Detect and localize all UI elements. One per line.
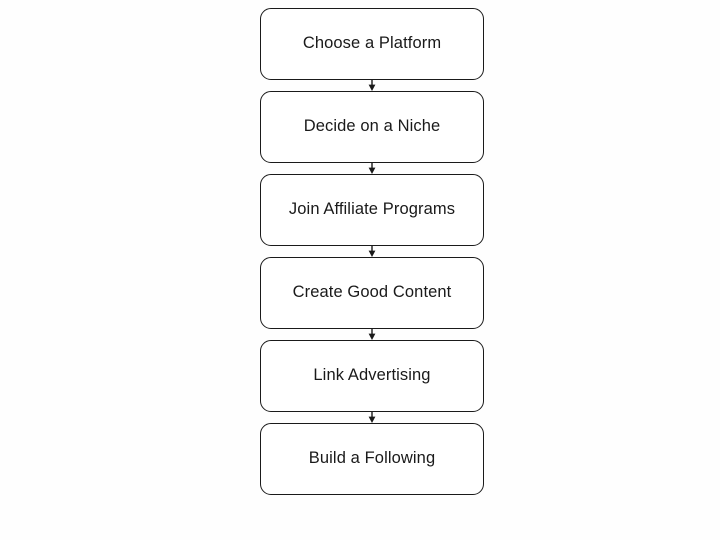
down-arrow-icon (368, 412, 376, 423)
down-arrow-icon (368, 163, 376, 174)
down-arrow-icon (368, 246, 376, 257)
flow-node-label: Build a Following (308, 449, 436, 468)
flow-connector-3 (260, 246, 484, 257)
flow-node-label: Link Advertising (313, 366, 431, 385)
flow-node-create-good-content[interactable]: Create Good Content (260, 257, 484, 329)
flow-connector-4 (260, 329, 484, 340)
flow-connector-1 (260, 80, 484, 91)
flow-node-link-advertising[interactable]: Link Advertising (260, 340, 484, 412)
down-arrow-icon (368, 80, 376, 91)
flow-node-label: Choose a Platform (302, 34, 442, 53)
flow-connector-2 (260, 163, 484, 174)
flow-node-label: Decide on a Niche (303, 117, 441, 136)
down-arrow-icon (368, 329, 376, 340)
flowchart-node-column: Choose a Platform Decide on a Niche Join… (260, 8, 484, 495)
flow-node-build-a-following[interactable]: Build a Following (260, 423, 484, 495)
flow-connector-5 (260, 412, 484, 423)
flow-node-join-affiliate-programs[interactable]: Join Affiliate Programs (260, 174, 484, 246)
flow-node-decide-on-a-niche[interactable]: Decide on a Niche (260, 91, 484, 163)
flow-node-label: Join Affiliate Programs (288, 200, 456, 219)
flow-node-choose-a-platform[interactable]: Choose a Platform (260, 8, 484, 80)
flow-node-label: Create Good Content (292, 283, 452, 302)
